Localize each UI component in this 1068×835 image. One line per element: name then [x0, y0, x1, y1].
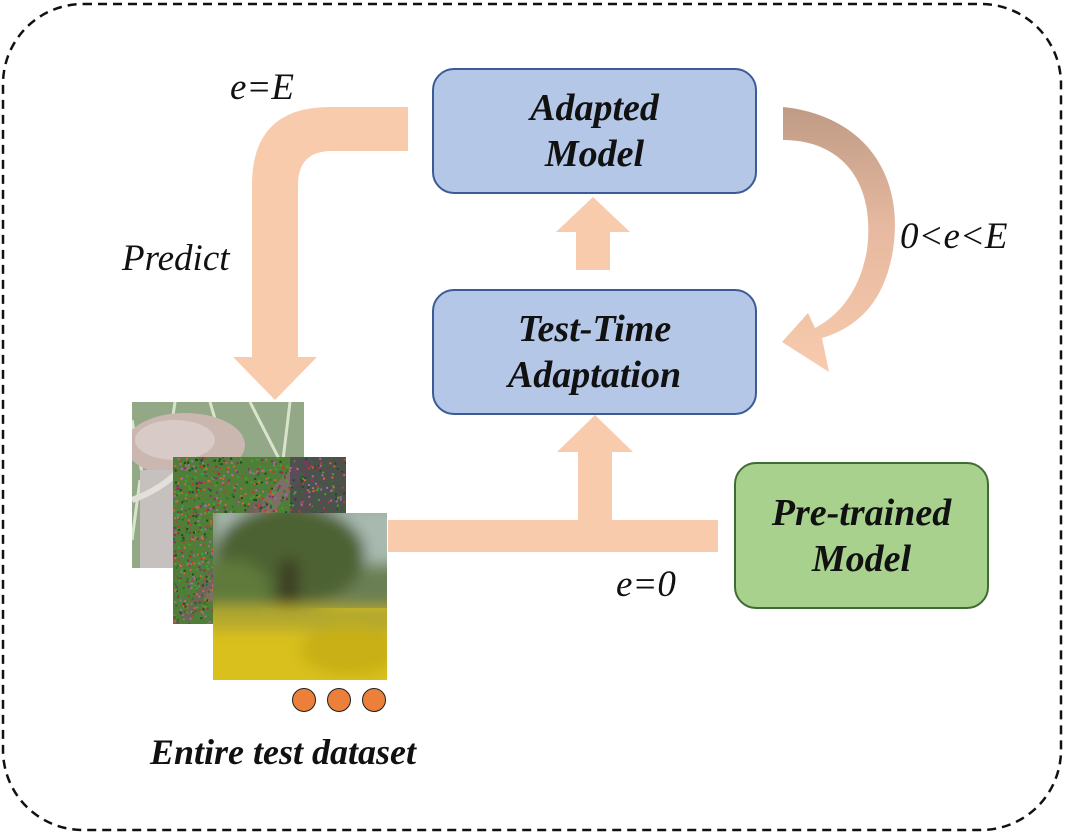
loop-arrow [782, 107, 895, 372]
label-e-zero: e=0 [616, 564, 676, 605]
ellipsis-dot-1 [292, 688, 316, 712]
test-time-adaptation-box: Test-Time Adaptation [432, 289, 757, 415]
pretrained-line2: Model [811, 537, 912, 580]
input-connector-arrow [388, 415, 718, 552]
pretrained-model-box: Pre-trained Model [734, 462, 989, 609]
adapted-model-box: Adapted Model [432, 68, 757, 194]
label-predict: Predict [122, 238, 230, 279]
ellipsis-dot-3 [362, 688, 386, 712]
dataset-caption: Entire test dataset [150, 732, 417, 772]
label-loop-range: 0<e<E [900, 216, 1008, 257]
tta-line1: Test-Time [517, 308, 672, 350]
tta-line2: Adaptation [507, 354, 682, 396]
pretrained-line1: Pre-trained [771, 491, 952, 534]
up-arrow-to-adapted [556, 197, 630, 270]
label-e-equals-E: e=E [230, 67, 294, 108]
blurred-image [213, 513, 387, 680]
ellipsis-dot-2 [327, 688, 351, 712]
adapted-model-line2: Model [544, 133, 645, 175]
predict-arrow [233, 107, 408, 400]
adapted-model-line1: Adapted [530, 87, 659, 129]
